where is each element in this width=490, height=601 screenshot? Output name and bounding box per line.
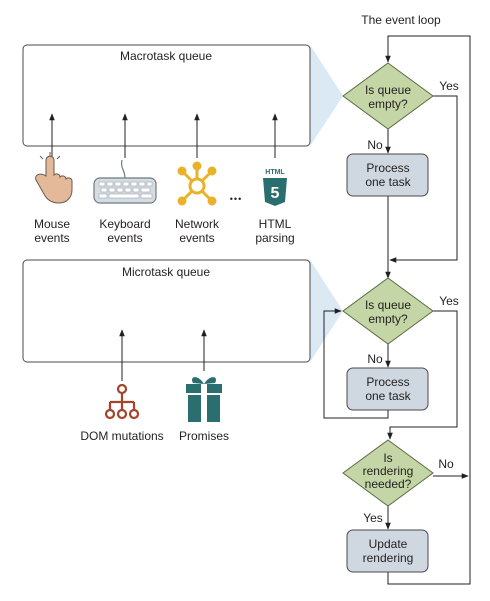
source-label-promises: Promises — [179, 429, 229, 443]
ellipsis: ••• — [230, 194, 242, 204]
label-d2-no: No — [367, 352, 383, 366]
dom-tree-icon — [104, 383, 140, 420]
label-d3-no: No — [438, 457, 454, 471]
keyboard-icon — [93, 159, 157, 204]
macrotask-wedge — [310, 45, 343, 146]
connector-d1-yes — [389, 95, 458, 263]
source-label-dom-mutations: DOM mutations — [80, 429, 163, 443]
network-icon — [177, 161, 217, 206]
process-micro-task — [346, 367, 429, 411]
decision-macro-queue-empty — [342, 62, 434, 130]
label-d3-yes: Yes — [363, 511, 383, 525]
connector-d2-yes — [387, 310, 458, 440]
decision-micro-queue-empty — [342, 277, 434, 345]
connector-update-loop — [385, 35, 471, 585]
macrotask-queue-label: Macrotask queue — [120, 49, 212, 63]
process-macro-task — [346, 153, 429, 197]
decision-rendering-needed — [342, 439, 434, 507]
gift-icon — [186, 377, 222, 422]
html5-icon: HTML 5 — [263, 169, 287, 206]
pointer-hand-icon — [35, 152, 73, 204]
process-update-rendering — [346, 529, 429, 573]
label-d2-yes: Yes — [439, 294, 459, 308]
connector-p2-loop — [323, 308, 389, 419]
html5-badge-text: HTML — [265, 169, 285, 176]
macrotask-queue-box — [22, 44, 311, 147]
microtask-queue-label: Microtask queue — [122, 265, 210, 279]
microtask-queue-box — [22, 259, 311, 363]
label-d1-no: No — [367, 138, 383, 152]
html5-badge-number: 5 — [271, 185, 280, 202]
diagram-title: The event loop — [361, 13, 441, 27]
label-d1-yes: Yes — [439, 79, 459, 93]
